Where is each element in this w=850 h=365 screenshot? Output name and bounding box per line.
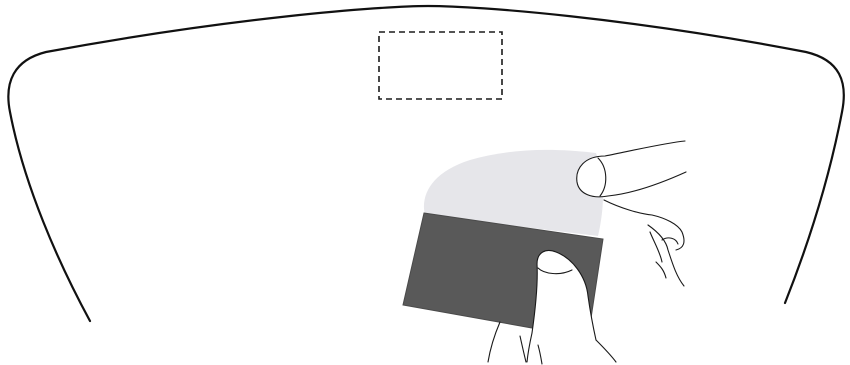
pressing-hand-icon [487,249,617,365]
protective-film-icon [423,149,603,236]
windshield-outline-icon [7,4,845,323]
target-area-dashed-box-icon [378,31,503,100]
peeling-hand-icon [576,140,687,287]
